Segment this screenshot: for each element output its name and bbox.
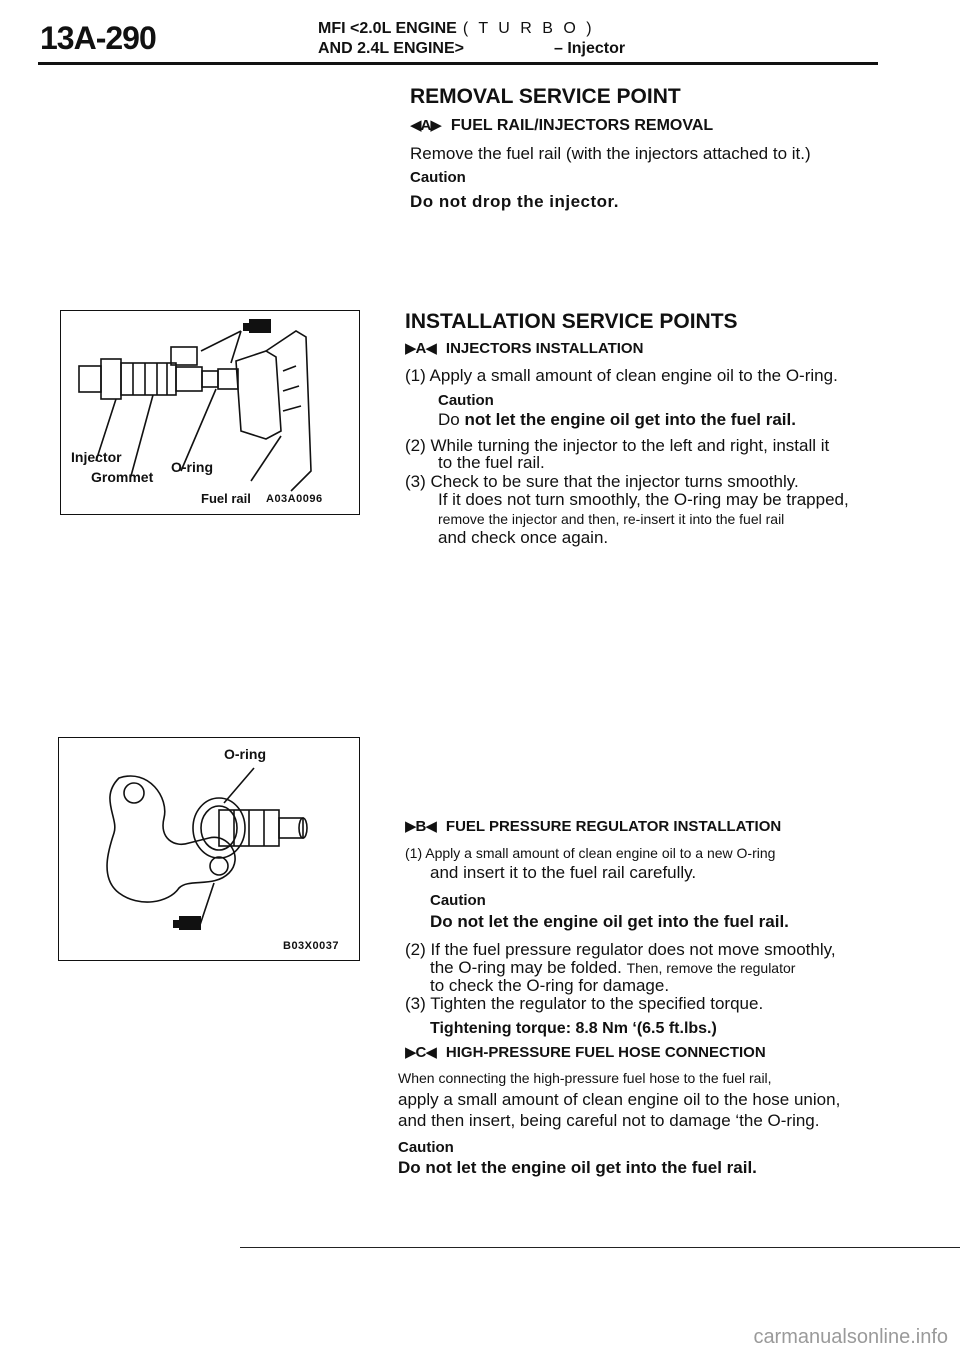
hose-subtitle: HIGH-PRESSURE FUEL HOSE CONNECTION (445, 1044, 766, 1061)
header-title-line2: AND 2.4L ENGINE> – Injector (318, 40, 625, 58)
regulator-torque: Tightening torque: 8.8 Nm ‘(6.5 ft.lbs.) (430, 1020, 717, 1037)
caution-text: not let the engine oil get into the fuel… (464, 410, 796, 429)
regulator-step1-b: and insert it to the fuel rail carefully… (430, 863, 697, 882)
page-number: 13A-290 (40, 20, 157, 56)
marker-a-install: ▶A◀ (405, 340, 437, 357)
fig1-label-injector: Injector (71, 449, 122, 465)
hose-subtitle-row: ▶C◀ HIGH-PRESSURE FUEL HOSE CONNECTION (405, 1043, 766, 1061)
fig1-code: A03A0096 (266, 493, 323, 505)
fig2-label-oring: O-ring (224, 746, 266, 762)
regulator-step1-a: (1) Apply a small amount of clean engine… (405, 845, 776, 861)
regulator-caution-label: Caution (430, 892, 486, 909)
regulator-step3: (3) Tighten the regulator to the specifi… (405, 994, 764, 1013)
regulator-diagram (106, 767, 308, 930)
removal-caution-text: Do not drop the injector. (410, 192, 619, 211)
injector-figure: Injector O-ring Grommet Fuel rail A03A00… (60, 310, 360, 515)
removal-title: REMOVAL SERVICE POINT (410, 85, 681, 108)
header-engine-2: AND 2.4L ENGINE> (318, 40, 464, 57)
install-step3-c: remove the injector and then, re-insert … (438, 511, 785, 527)
header-engine: MFI <2.0L ENGINE (318, 20, 457, 37)
regulator-step2-a: (2) If the fuel pressure regulator does … (405, 940, 836, 959)
marker-b: ▶B◀ (405, 818, 437, 835)
hose-caution-label: Caution (398, 1139, 454, 1156)
install-step2-a: (2) While turning the injector to the le… (405, 436, 830, 455)
bottom-rule (240, 1247, 960, 1248)
marker-c: ▶C◀ (405, 1044, 437, 1061)
removal-subtitle: FUEL RAIL/INJECTORS REMOVAL (450, 117, 714, 134)
header-rule (38, 62, 878, 65)
header-title-line1: MFI <2.0L ENGINE ( T U R B O ) (318, 20, 595, 38)
install-step3-a: (3) Check to be sure that the injector t… (405, 472, 799, 491)
regulator-subtitle: FUEL PRESSURE REGULATOR INSTALLATION (445, 818, 782, 835)
fig1-label-oring: O-ring (171, 459, 213, 475)
removal-text: Remove the fuel rail (with the injectors… (410, 144, 811, 163)
install-step1-caution: Do not let the engine oil get into the f… (438, 408, 796, 431)
install-step3-b: If it does not turn smoothly, the O-ring… (438, 490, 849, 509)
watermark: carmanualsonline.info (753, 1326, 948, 1348)
removal-caution-label: Caution (410, 169, 466, 186)
installation-subtitle: INJECTORS INSTALLATION (445, 340, 644, 357)
caution-do: Do (438, 410, 460, 429)
regulator-step2-b1: the O-ring may be folded. (430, 958, 622, 977)
removal-subtitle-row: ◀A▶ FUEL RAIL/INJECTORS REMOVAL (410, 116, 713, 135)
injector-diagram (78, 319, 312, 492)
install-step1-caution-label: Caution (438, 392, 494, 409)
regulator-subtitle-row: ▶B◀ FUEL PRESSURE REGULATOR INSTALLATION (405, 817, 781, 835)
installation-title: INSTALLATION SERVICE POINTS (405, 310, 738, 333)
fig1-label-grommet: Grommet (91, 469, 154, 485)
marker-a-removal: ◀A▶ (410, 117, 442, 134)
fig2-code: B03X0037 (283, 940, 339, 952)
regulator-figure: O-ring B03X0037 (58, 737, 360, 961)
regulator-step2-b2: Then, remove the regulator (626, 960, 796, 976)
install-step3-d: and check once again. (438, 528, 609, 547)
hose-text2: apply a small amount of clean engine oil… (398, 1090, 841, 1109)
regulator-step2-c: to check the O-ring for damage. (430, 976, 670, 995)
header-section: – Injector (553, 40, 626, 57)
hose-text3: and then insert, being careful not to da… (398, 1111, 820, 1130)
hose-caution-text: Do not let the engine oil get into the f… (398, 1158, 757, 1177)
hose-text1: When connecting the high-pressure fuel h… (398, 1070, 772, 1086)
installation-subtitle-row: ▶A◀ INJECTORS INSTALLATION (405, 339, 643, 357)
header-turbo: ( T U R B O ) (462, 20, 595, 37)
regulator-caution-text: Do not let the engine oil get into the f… (430, 912, 789, 931)
regulator-step2-b: the O-ring may be folded. Then, remove t… (430, 956, 795, 980)
fig1-label-fuelrail: Fuel rail (201, 491, 251, 506)
install-step2-b: to the fuel rail. (438, 453, 545, 472)
install-step1: (1) Apply a small amount of clean engine… (405, 366, 838, 385)
